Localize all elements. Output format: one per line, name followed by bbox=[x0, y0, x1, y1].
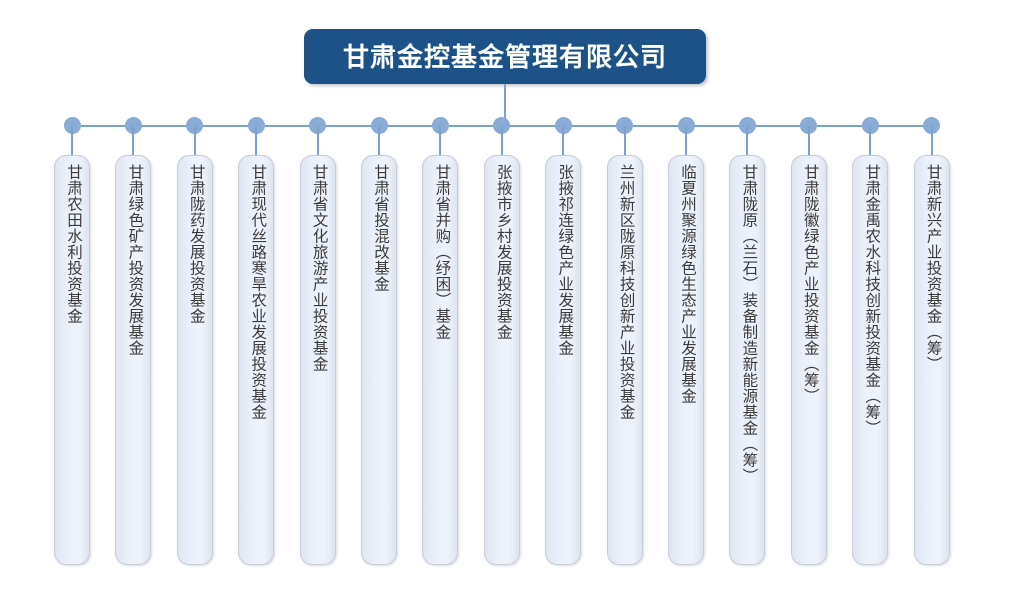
leaf-node-label: 甘肃省投混改基金 bbox=[372, 164, 389, 292]
node-connector-dot bbox=[616, 117, 634, 134]
node-connector-dot bbox=[186, 117, 204, 134]
root-node-company[interactable]: 甘肃金控基金管理有限公司 bbox=[304, 29, 706, 84]
leaf-node-box[interactable]: 张掖祁连绿色产业发展基金 bbox=[545, 155, 582, 565]
node-drop-connector bbox=[439, 126, 442, 156]
leaf-node-label: 甘肃现代丝路寒旱农业发展投资基金 bbox=[249, 164, 267, 420]
leaf-node-box[interactable]: 甘肃新兴产业投资基金（筹） bbox=[913, 155, 950, 565]
root-node-label: 甘肃金控基金管理有限公司 bbox=[342, 41, 667, 72]
node-drop-connector bbox=[255, 126, 258, 156]
leaf-node-box[interactable]: 兰州新区陇原科技创新产业投资基金 bbox=[606, 155, 643, 565]
node-connector-dot bbox=[923, 117, 941, 134]
node-connector-dot bbox=[554, 117, 572, 134]
node-connector-dot bbox=[63, 117, 81, 134]
node-drop-connector bbox=[378, 126, 380, 156]
node-drop-connector bbox=[807, 126, 810, 156]
leaf-node-box[interactable]: 甘肃金禹农水科技创新投资基金（筹） bbox=[852, 155, 889, 565]
node-connector-dot bbox=[493, 117, 511, 134]
trunk-connector-vertical bbox=[504, 84, 506, 126]
leaf-node-label: 甘肃省文化旅游产业投资基金 bbox=[310, 164, 328, 372]
leaf-node-label: 甘肃新兴产业投资基金（筹） bbox=[924, 164, 942, 372]
node-connector-dot bbox=[370, 117, 388, 134]
node-drop-connector bbox=[562, 126, 565, 156]
leaf-node-box[interactable]: 甘肃省并购（纾困）基金 bbox=[422, 155, 459, 565]
leaf-node-box[interactable]: 甘肃陇徽绿色产业投资基金（筹） bbox=[790, 155, 827, 565]
leaf-node-label: 甘肃陇徽绿色产业投资基金（筹） bbox=[801, 164, 819, 404]
node-drop-connector bbox=[685, 126, 687, 156]
leaf-node-label: 临夏州聚源绿色生态产业发展基金 bbox=[679, 164, 696, 404]
leaf-node-box[interactable]: 甘肃农田水利投资基金 bbox=[54, 155, 90, 565]
leaf-node-label: 甘肃绿色矿产投资发展基金 bbox=[126, 164, 144, 356]
leaf-node-box[interactable]: 甘肃陇药发展投资基金 bbox=[176, 155, 213, 565]
node-connector-dot bbox=[738, 117, 756, 134]
node-drop-connector bbox=[500, 126, 503, 156]
node-drop-connector bbox=[193, 126, 196, 156]
leaf-node-label: 甘肃金禹农水科技创新投资基金（筹） bbox=[863, 164, 881, 436]
node-drop-connector bbox=[869, 126, 872, 156]
node-drop-connector bbox=[930, 126, 933, 156]
leaf-node-box[interactable]: 甘肃现代丝路寒旱农业发展投资基金 bbox=[238, 155, 275, 565]
leaf-node-label: 甘肃农田水利投资基金 bbox=[65, 164, 82, 324]
leaf-node-label: 张掖市乡村发展投资基金 bbox=[494, 164, 512, 340]
node-drop-connector bbox=[132, 126, 135, 156]
leaf-node-box[interactable]: 临夏州聚源绿色生态产业发展基金 bbox=[668, 155, 704, 565]
node-drop-connector bbox=[71, 126, 73, 156]
leaf-node-label: 甘肃陇原（兰石）装备制造新能源基金（筹） bbox=[740, 164, 758, 484]
node-connector-dot bbox=[247, 117, 265, 134]
node-connector-dot bbox=[431, 117, 449, 134]
node-connector-dot bbox=[861, 117, 879, 134]
node-connector-dot bbox=[309, 117, 327, 134]
node-drop-connector bbox=[316, 126, 319, 156]
leaf-node-label: 兰州新区陇原科技创新产业投资基金 bbox=[617, 164, 635, 420]
leaf-node-label: 甘肃省并购（纾困）基金 bbox=[433, 164, 451, 340]
leaf-node-label: 张掖祁连绿色产业发展基金 bbox=[556, 164, 574, 356]
leaf-node-box[interactable]: 甘肃绿色矿产投资发展基金 bbox=[115, 155, 152, 565]
leaf-node-box[interactable]: 张掖市乡村发展投资基金 bbox=[483, 155, 520, 565]
node-drop-connector bbox=[623, 126, 626, 156]
node-connector-dot bbox=[677, 117, 695, 134]
leaf-node-box[interactable]: 甘肃省文化旅游产业投资基金 bbox=[299, 155, 336, 565]
node-drop-connector bbox=[746, 126, 749, 156]
leaf-node-label: 甘肃陇药发展投资基金 bbox=[187, 164, 205, 324]
node-connector-dot bbox=[800, 117, 818, 134]
leaf-node-box[interactable]: 甘肃省投混改基金 bbox=[361, 155, 397, 565]
node-connector-dot bbox=[124, 117, 142, 134]
leaf-node-box[interactable]: 甘肃陇原（兰石）装备制造新能源基金（筹） bbox=[729, 155, 766, 565]
